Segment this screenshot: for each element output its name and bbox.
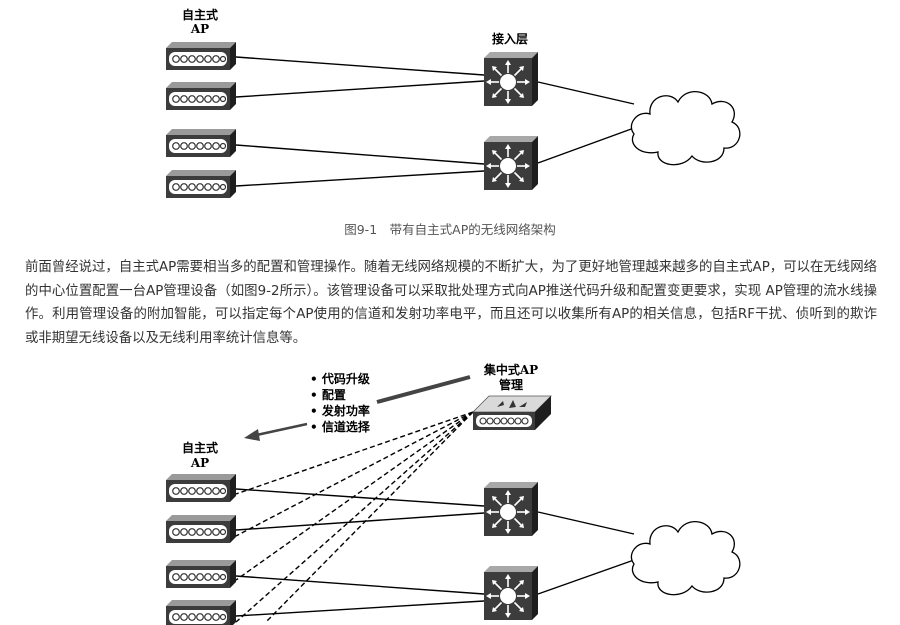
- management-links: [235, 411, 474, 623]
- controller-label: 集中式AP: [483, 362, 538, 377]
- multilayer-switch-icon: [483, 565, 539, 621]
- access-point-icon: [165, 169, 237, 199]
- figure-caption: 图9-1 带有自主式AP的无线网络架构: [344, 222, 556, 237]
- figure-9-1: 自主式 AP 接入层: [165, 7, 741, 199]
- access-point-icon: [165, 559, 237, 589]
- push-item: • 信道选择: [310, 419, 371, 434]
- ap-label: 自主式: [182, 440, 218, 455]
- ap-label: AP: [190, 22, 209, 36]
- cloud-icon: [630, 90, 741, 166]
- multilayer-switch-icon: [483, 51, 539, 107]
- push-item: • 代码升级: [310, 371, 370, 386]
- arrow-icon: [244, 375, 471, 441]
- ap-label: AP: [190, 456, 209, 470]
- multilayer-switch-icon: [483, 135, 539, 191]
- access-point-icon: [165, 473, 237, 503]
- push-item: • 配置: [310, 387, 346, 402]
- access-point-icon: [165, 599, 237, 625]
- cloud-icon: [630, 520, 741, 596]
- access-point-icon: [165, 128, 237, 158]
- ap-label: 自主式: [182, 7, 218, 22]
- access-point-icon: [165, 514, 237, 544]
- access-point-icon: [165, 41, 237, 71]
- push-item: • 发射功率: [310, 403, 370, 418]
- controller-icon: [472, 395, 552, 430]
- connection-lines: [235, 56, 635, 187]
- access-layer-label: 接入层: [492, 31, 528, 46]
- figure-9-2: 集中式AP 管理 • 代码升级 • 配置 • 发射功率 • 信道选择 自主式 A…: [165, 362, 741, 625]
- controller-label: 管理: [499, 377, 523, 392]
- body-paragraph: 前面曾经说过，自主式AP需要相当多的配置和管理操作。随着无线网络规模的不断扩大，…: [25, 260, 877, 346]
- connection-lines: [235, 488, 635, 617]
- access-point-icon: [165, 81, 237, 111]
- multilayer-switch-icon: [483, 481, 539, 537]
